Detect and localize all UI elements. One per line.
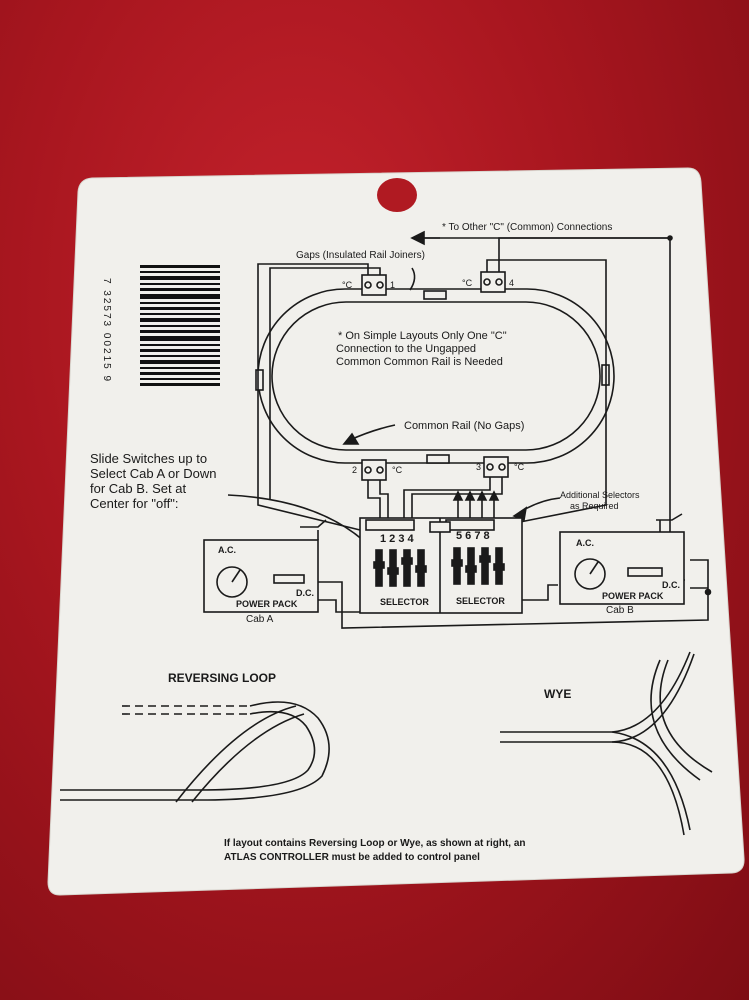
reversing-loop-title: REVERSING LOOP: [168, 671, 277, 685]
footer-line-1: If layout contains Reversing Loop or Wye…: [224, 838, 526, 849]
barcode: [140, 265, 220, 386]
additional-selectors-line-2: as Required: [570, 501, 619, 511]
hang-hole: [377, 178, 417, 212]
barcode-digits: 7 32573 00215 9: [101, 277, 113, 384]
terminal-label-c-1: °C: [342, 280, 353, 290]
common-rail-label: Common Rail (No Gaps): [404, 420, 525, 432]
slide-instructions-line-3: for Cab B. Set at: [90, 481, 187, 496]
slide-instructions-line-4: Center for "off":: [90, 496, 179, 511]
gaps-label: Gaps (Insulated Rail Joiners): [296, 250, 425, 261]
terminal-label-c-2: °C: [392, 465, 403, 475]
selector-numbers-b: 5 6 7 8: [456, 530, 490, 542]
selector-label-a: SELECTOR: [380, 597, 429, 607]
cab-a-power-pack-label: POWER PACK: [236, 599, 298, 609]
terminal-block-3: [483, 456, 509, 478]
top-note: * To Other "C" (Common) Connections: [442, 222, 613, 233]
cab-a-label: Cab A: [246, 614, 274, 625]
selector-label-b: SELECTOR: [456, 596, 505, 606]
oval-track-inner: [271, 301, 601, 451]
simple-note-line-3: Common Common Rail is Needed: [336, 356, 503, 368]
slide-instructions-line-2: Select Cab A or Down: [90, 466, 217, 481]
terminal-block-2: [361, 459, 387, 481]
footer-line-2: ATLAS CONTROLLER must be added to contro…: [224, 852, 480, 863]
cab-b-label: Cab B: [606, 605, 634, 616]
terminal-label-4: 4: [509, 278, 515, 288]
slide-instructions-line-1: Slide Switches up to: [90, 451, 208, 466]
terminal-label-3: 3: [476, 462, 482, 472]
wye-title: WYE: [544, 687, 572, 701]
terminal-block-1: [361, 274, 387, 296]
terminal-label-1: 1: [390, 280, 396, 290]
terminal-label-c-3: °C: [514, 462, 525, 472]
simple-note-line-1: * On Simple Layouts Only One "C": [338, 330, 507, 342]
cab-b-ac-label: A.C.: [576, 538, 594, 548]
cab-a-dc-label: D.C.: [296, 588, 314, 598]
additional-selectors-line-1: Additional Selectors: [560, 490, 640, 500]
wiring: [257, 235, 712, 629]
reversing-loop-diagram: [60, 701, 330, 803]
wye-diagram: [500, 651, 713, 836]
power-pack-cab-a: [203, 519, 327, 613]
slide-switches: [373, 547, 505, 587]
terminal-block-4: [480, 271, 506, 293]
terminal-label-c-4: °C: [462, 278, 473, 288]
cab-b-power-pack-label: POWER PACK: [602, 591, 664, 601]
terminal-label-2: 2: [352, 465, 358, 475]
power-pack-cab-b: [559, 513, 685, 605]
cab-a-ac-label: A.C.: [218, 545, 236, 555]
simple-note-line-2: Connection to the Ungapped: [336, 343, 477, 355]
cab-b-dc-label: D.C.: [662, 580, 680, 590]
selector-numbers-a: 1 2 3 4: [380, 533, 414, 545]
